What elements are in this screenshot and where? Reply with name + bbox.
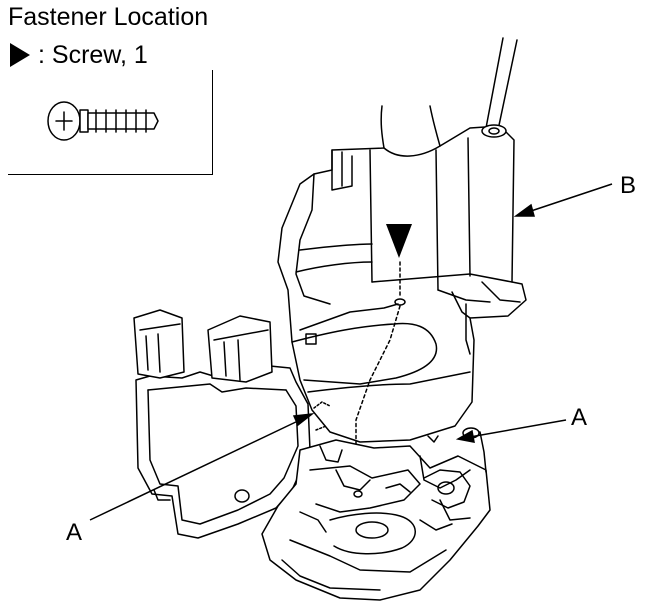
screwdriver-icon [485, 37, 518, 131]
page-title: Fastener Location [8, 3, 209, 31]
legend-box [8, 70, 213, 175]
callout-a-left: A [66, 519, 83, 546]
latch-mechanism [261, 427, 491, 601]
legend-label: : Screw, 1 [38, 41, 148, 69]
upper-housing [277, 105, 527, 443]
callout-b: B [620, 172, 637, 199]
screw-marker-icon [386, 224, 412, 258]
fastener-legend: : Screw, 1 [8, 40, 148, 70]
callout-a-right: A [571, 404, 588, 431]
connector-housing [133, 309, 311, 539]
triangle-pointer-icon [10, 43, 30, 67]
screw-icon [47, 101, 159, 141]
